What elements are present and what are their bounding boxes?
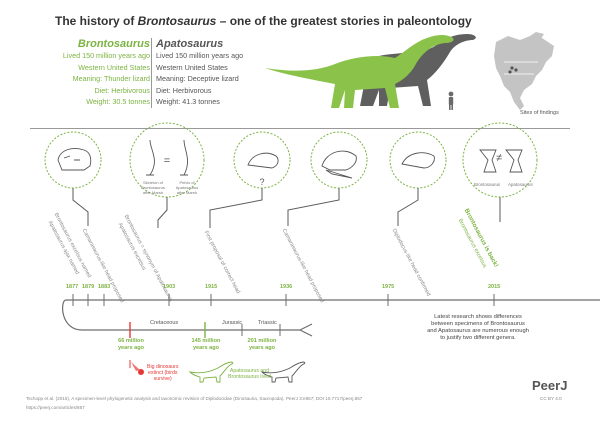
year-1936: 1936 <box>280 284 293 290</box>
lived-note: Apatosaurus and Brontosaurus lived <box>228 368 271 380</box>
caption-apatosaurus-vertebra: Apatosaurus <box>508 182 533 187</box>
finding-site-marker <box>514 68 518 72</box>
year-1915: 1915 <box>205 284 218 290</box>
finding-site-marker <box>508 70 512 74</box>
brontosaurus-small-icon <box>188 361 234 383</box>
year-1879: 1879 <box>82 284 95 290</box>
skull-drawings <box>57 139 523 179</box>
map-label: Sites of findings <box>520 110 559 116</box>
apatosaurus-small-icon <box>260 361 306 383</box>
brontosaurus-name: Brontosaurus <box>77 38 150 50</box>
brontosaurus-silhouette <box>265 35 454 108</box>
north-america-map <box>494 32 554 110</box>
period-cretaceous: Cretaceous <box>150 320 179 326</box>
meteor-icon <box>131 362 144 375</box>
connector-3 <box>209 188 263 228</box>
connector-2 <box>157 197 168 228</box>
year-1883: 1883 <box>98 284 111 290</box>
caption-brontosaurus-vertebra: Brontosaurus <box>474 182 501 187</box>
brontosaurus-info: Brontosaurus Lived 150 million years ago… <box>60 38 150 108</box>
citation: Tschopp et al. (2015), A specimen-level … <box>26 396 363 401</box>
year-1975: 1975 <box>382 284 395 290</box>
source-link[interactable]: https://peerj.com/articles/857 <box>26 405 85 410</box>
apatosaurus-name: Apatosaurus <box>156 38 224 50</box>
finding-site-marker <box>510 66 514 70</box>
year-2015: 2015 <box>488 284 501 290</box>
not-equal-sign: ≠ <box>496 152 503 164</box>
apatosaurus-facts: Lived 150 million years ago Western Unit… <box>156 51 244 106</box>
caption-apatosaurus-pelvis: Pelvis of Apatosaurus after Marsh <box>175 180 199 195</box>
extinction-note: Big dinosaurs extinct (birds survive) <box>147 364 179 382</box>
timeline-curve <box>62 299 83 331</box>
dinosaur-silhouettes <box>265 34 476 110</box>
research-note: Latest research shows differences betwee… <box>427 314 529 341</box>
page-title: The history of Brontosaurus – one of the… <box>55 14 472 28</box>
info-divider <box>151 38 152 108</box>
question-mark: ? <box>259 177 264 187</box>
svg-text:=: = <box>164 155 170 167</box>
connector-4 <box>287 188 340 226</box>
year-1877: 1877 <box>66 284 79 290</box>
connector-1 <box>72 188 89 226</box>
timeline-arrow <box>299 323 313 337</box>
license: CC BY 4.0 <box>540 396 562 401</box>
year-1903: 1903 <box>163 284 176 290</box>
caption-brontosaurus-skeleton: Skeleton of Brontosaurus after Marsh <box>141 180 165 195</box>
apatosaurus-info: Apatosaurus Lived 150 million years ago … <box>156 38 266 108</box>
section-divider <box>30 128 570 129</box>
peerj-logo: PeerJ <box>532 378 568 393</box>
connector-5 <box>397 188 419 226</box>
human-icon <box>448 91 454 110</box>
period-triassic: Triassic <box>258 320 277 326</box>
brontosaurus-facts: Lived 150 million years ago Western Unit… <box>62 51 150 106</box>
period-jurassic: Jurassic <box>222 320 243 326</box>
